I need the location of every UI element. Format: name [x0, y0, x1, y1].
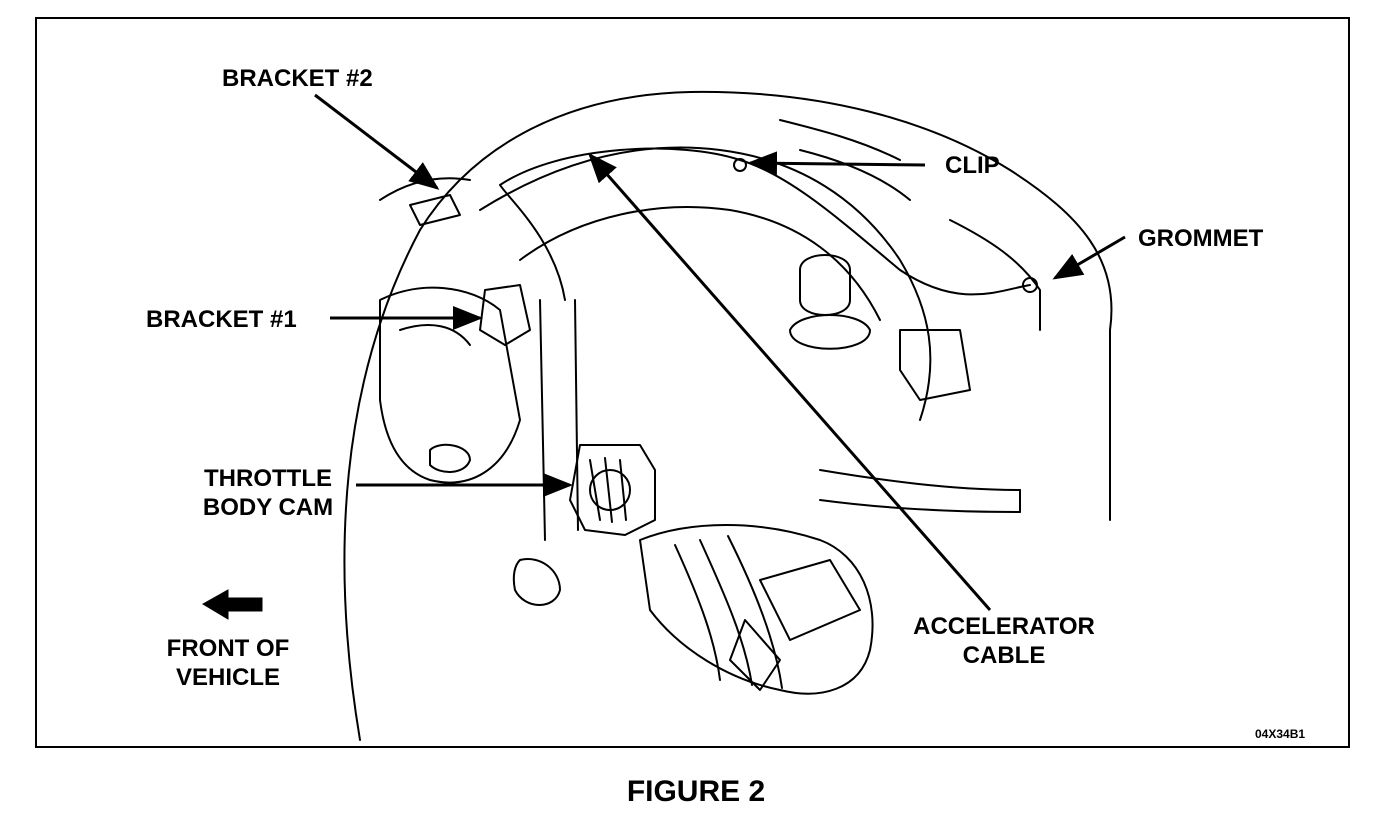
- bracket-2-shape: [409, 194, 461, 226]
- label-throttle-body-cam: THROTTLE BODY CAM: [190, 464, 346, 522]
- leader-accelerator-cable: [588, 152, 992, 611]
- label-accel-line-2: CABLE: [962, 642, 1046, 669]
- figure-frame: [35, 17, 1350, 748]
- label-front-of-vehicle: FRONT OF VEHICLE: [152, 634, 304, 692]
- intake-manifold: [479, 146, 932, 421]
- front-arrow-icon: [202, 589, 263, 620]
- leader-grommet: [1052, 235, 1126, 280]
- hoses: [819, 469, 1021, 513]
- label-bracket-2: BRACKET #2: [222, 65, 373, 92]
- label-accelerator-cable: ACCELERATOR CABLE: [900, 612, 1108, 670]
- label-accel-line-1: ACCELERATOR: [913, 613, 1095, 640]
- throttle-body: [569, 444, 656, 536]
- label-throttle-line-1: THROTTLE: [204, 465, 332, 492]
- leader-clip: [747, 151, 926, 176]
- image-code: 04X34B1: [1255, 727, 1306, 741]
- throttle-rods: [539, 299, 579, 541]
- label-front-line-1: FRONT OF: [166, 635, 290, 662]
- label-throttle-line-2: BODY CAM: [202, 494, 334, 521]
- figure-caption: FIGURE 2: [626, 775, 766, 808]
- label-grommet: GROMMET: [1138, 225, 1264, 252]
- label-clip: CLIP: [945, 152, 1000, 179]
- label-front-line-2: VEHICLE: [175, 664, 280, 691]
- leader-bracket-2: [314, 93, 440, 190]
- air-duct: [639, 524, 874, 695]
- engine-outline: [343, 90, 1113, 741]
- air-sensor: [759, 559, 861, 641]
- radiator-shroud: [379, 286, 521, 484]
- sensor-cap: [799, 254, 851, 316]
- label-bracket-1: BRACKET #1: [146, 306, 297, 333]
